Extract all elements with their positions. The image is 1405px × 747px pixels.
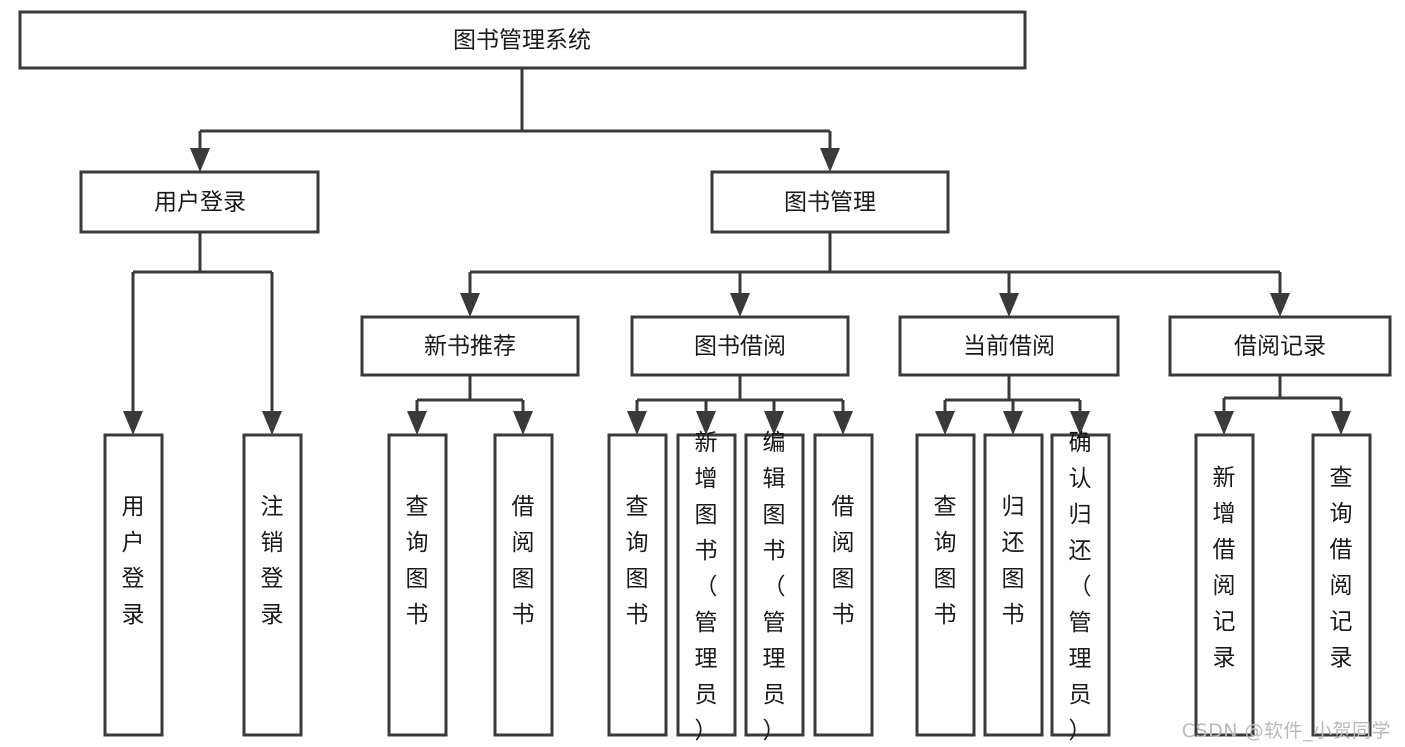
leaf-node[interactable]: 借阅图书 — [813, 433, 874, 737]
leaf-node[interactable]: 编辑图书（管理员） — [744, 430, 805, 744]
leaf-node[interactable]: 新增借阅记录 — [1194, 433, 1255, 737]
node-new-book-recommend-box[interactable] — [360, 315, 580, 377]
leaf-nb-query-book-box[interactable] — [387, 433, 448, 737]
watermark-text: CSDN @软件_小贺同学 — [1181, 720, 1391, 742]
leaf-bb-borrow-book-box[interactable] — [813, 433, 874, 737]
arrowhead-book-mgmt — [820, 148, 840, 172]
arrowhead-current — [999, 293, 1019, 317]
arrowhead-record — [1270, 293, 1290, 317]
node-book-management[interactable]: 图书管理 — [710, 170, 950, 234]
leaf-cb-confirm-return-label: 确认归还（管理员） — [1069, 430, 1092, 744]
leaf-bb-edit-book-label: 编辑图书（管理员） — [763, 430, 786, 744]
arrowhead-leaf-bb4 — [833, 411, 853, 435]
node-borrow-record[interactable]: 借阅记录 — [1168, 315, 1392, 377]
node-book-borrow-box[interactable] — [630, 315, 850, 377]
arrowhead-leaf-bb2 — [696, 411, 716, 435]
leaf-br-query-record-box[interactable] — [1311, 433, 1372, 737]
node-user-login-box[interactable] — [79, 170, 320, 234]
node-book-borrow-label: 图书借阅 — [694, 334, 786, 360]
leaf-node[interactable]: 借阅图书 — [493, 433, 554, 737]
node-root-label: 图书管理系统 — [453, 28, 591, 54]
leaf-nb-borrow-book-label: 借阅图书 — [512, 494, 535, 628]
node-current-borrow[interactable]: 当前借阅 — [898, 315, 1120, 377]
node-current-borrow-label: 当前借阅 — [963, 334, 1055, 360]
leaf-br-add-record-box[interactable] — [1194, 433, 1255, 737]
leaf-node[interactable]: 归还图书 — [983, 433, 1044, 737]
leaf-cb-query-book-box[interactable] — [915, 433, 976, 737]
leaf-nb-query-book-label: 查询图书 — [406, 494, 429, 628]
node-root[interactable]: 图书管理系统 — [18, 10, 1027, 70]
arrowhead-borrow — [730, 293, 750, 317]
node-book-management-label: 图书管理 — [784, 190, 876, 216]
arrowhead-user-login — [190, 148, 210, 172]
arrowhead-leaf-bb3 — [764, 411, 784, 435]
leaf-cb-query-book-label: 查询图书 — [934, 494, 957, 628]
leaf-node[interactable]: 查询图书 — [607, 433, 668, 737]
arrowhead-leaf-br1 — [1214, 411, 1234, 435]
leaf-node[interactable]: 新增图书（管理员） — [676, 430, 737, 744]
arrowhead-leaf-cb1 — [935, 411, 955, 435]
leaf-bb-query-book-box[interactable] — [607, 433, 668, 737]
node-borrow-record-label: 借阅记录 — [1234, 334, 1326, 360]
leaf-node[interactable]: 查询借阅记录 — [1311, 433, 1372, 737]
leaf-bb-borrow-book-label: 借阅图书 — [832, 494, 855, 628]
node-book-management-box[interactable] — [710, 170, 950, 234]
leaf-nb-borrow-book-box[interactable] — [493, 433, 554, 737]
leaf-node[interactable]: 查询图书 — [915, 433, 976, 737]
leaf-node[interactable]: 用户登录 — [103, 433, 164, 737]
leaf-bb-query-book-label: 查询图书 — [626, 494, 649, 628]
leaf-logout-label: 注销登录 — [261, 494, 284, 628]
arrowhead-leaf-br2 — [1331, 411, 1351, 435]
connector-layer — [123, 68, 1351, 435]
leaf-bb-add-book-box[interactable] — [676, 433, 737, 737]
arrowhead-leaf-cb2 — [1003, 411, 1023, 435]
leaf-user-login-box[interactable] — [103, 433, 164, 737]
node-user-login-label: 用户登录 — [154, 190, 246, 216]
leaf-bb-edit-book-box[interactable] — [744, 433, 805, 737]
node-borrow-record-box[interactable] — [1168, 315, 1392, 377]
arrowhead-newbook — [460, 293, 480, 317]
leaf-cb-return-book-label: 归还图书 — [1002, 494, 1025, 628]
leaf-node[interactable]: 注销登录 — [242, 433, 303, 737]
node-user-login[interactable]: 用户登录 — [79, 170, 320, 234]
arrowhead-leaf-logout — [262, 411, 282, 435]
leaf-cb-confirm-return-box[interactable] — [1050, 433, 1111, 737]
node-new-book-recommend[interactable]: 新书推荐 — [360, 315, 580, 377]
leaf-logout-box[interactable] — [242, 433, 303, 737]
arrowhead-leaf-bb1 — [627, 411, 647, 435]
leaf-user-login-label: 用户登录 — [122, 494, 145, 628]
arrowhead-leaf-user-login — [123, 411, 143, 435]
leaf-br-add-record-label: 新增借阅记录 — [1213, 465, 1236, 671]
leaf-node[interactable]: 确认归还（管理员） — [1050, 430, 1111, 744]
node-new-book-recommend-label: 新书推荐 — [424, 334, 516, 360]
leaf-br-query-record-label: 查询借阅记录 — [1330, 465, 1353, 671]
arrowhead-leaf-nb2 — [513, 411, 533, 435]
leaf-bb-add-book-label: 新增图书（管理员） — [695, 430, 718, 744]
node-current-borrow-box[interactable] — [898, 315, 1120, 377]
node-book-borrow[interactable]: 图书借阅 — [630, 315, 850, 377]
node-root-box[interactable] — [18, 10, 1027, 70]
leaf-node[interactable]: 查询图书 — [387, 433, 448, 737]
leaf-cb-return-book-box[interactable] — [983, 433, 1044, 737]
arrowhead-leaf-cb3 — [1070, 411, 1090, 435]
arrowhead-leaf-nb1 — [407, 411, 427, 435]
